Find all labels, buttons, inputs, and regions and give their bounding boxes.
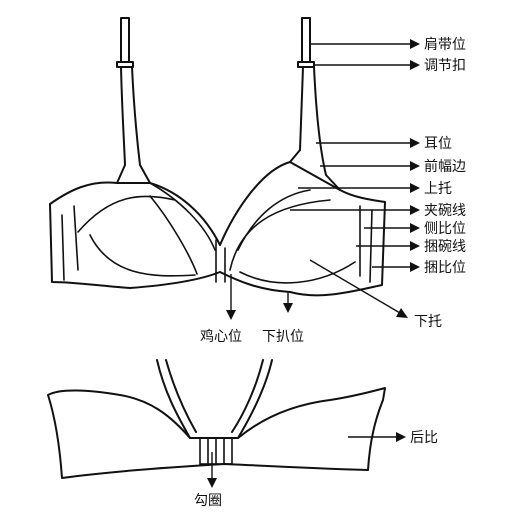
label-lower-cup: 下托 bbox=[414, 314, 442, 330]
label-adjuster-buckle: 调节扣 bbox=[424, 58, 466, 74]
label-upper-cup: 上托 bbox=[424, 181, 452, 197]
right-adjuster-buckle bbox=[297, 61, 315, 68]
label-side-panel: 侧比位 bbox=[424, 221, 466, 237]
front-outline bbox=[49, 161, 386, 297]
right-strap bbox=[289, 17, 341, 191]
back-band-outline bbox=[47, 387, 386, 479]
back-strap-left bbox=[156, 359, 191, 439]
center-gore bbox=[215, 239, 226, 283]
label-strap-position: 肩带位 bbox=[424, 37, 466, 53]
label-center-gore: 鸡心位 bbox=[200, 328, 242, 345]
label-band-position: 捆比位 bbox=[424, 260, 466, 276]
label-clip-wire-line: 夹碗线 bbox=[424, 203, 466, 219]
label-wire-channel: 捆碗线 bbox=[424, 239, 466, 255]
leaders bbox=[207, 39, 420, 488]
label-hook-eye: 勾圈 bbox=[194, 493, 222, 509]
back-view bbox=[47, 359, 386, 479]
back-strap-right bbox=[237, 359, 273, 439]
front-view bbox=[49, 17, 386, 297]
label-lower-band: 下扒位 bbox=[262, 329, 304, 345]
left-side-panel-line bbox=[61, 214, 65, 281]
label-front-edge: 前幅边 bbox=[424, 158, 466, 175]
hook-eye bbox=[199, 437, 233, 465]
left-strap bbox=[116, 17, 151, 184]
label-ear-position: 耳位 bbox=[424, 136, 452, 152]
left-adjuster-buckle bbox=[116, 61, 134, 68]
label-back-band: 后比 bbox=[410, 430, 438, 446]
labels: 肩带位 调节扣 耳位 前幅边 上托 夹碗线 侧比位 捆碗线 捆比位 下托 鸡心位… bbox=[194, 37, 466, 509]
right-cup-seam bbox=[237, 189, 311, 251]
left-cup-seam bbox=[77, 195, 176, 233]
